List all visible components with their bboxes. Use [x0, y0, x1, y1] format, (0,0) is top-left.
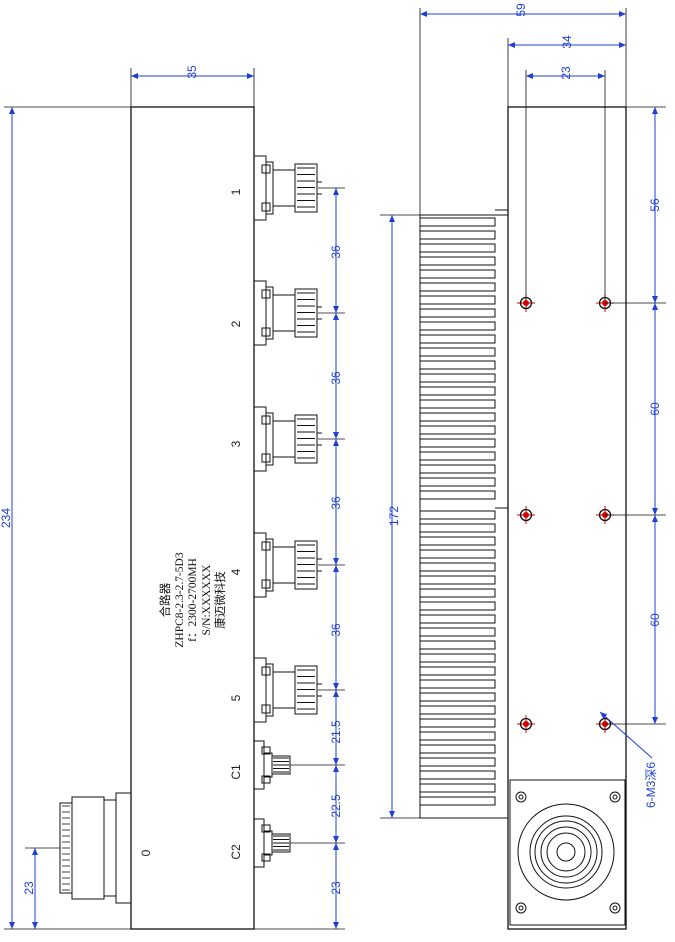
n-type-port-3	[253, 406, 322, 472]
port-label-5: 5	[229, 694, 243, 701]
n-type-port-1	[253, 155, 322, 221]
n-type-port-5	[253, 657, 322, 723]
nameplate-line-5: 康迈微科技	[213, 571, 227, 629]
side-view: 35 234 23 36 36 36 36 21.5 22.5 23 1 2 3…	[0, 65, 345, 930]
dim-fin-length-172: 172	[387, 506, 401, 526]
mounting-hole-5	[517, 715, 535, 733]
dim-hole-pitch-60-b: 60	[648, 613, 662, 627]
dim-pitch-c1-c2: 22.5	[329, 794, 343, 818]
common-port-connector	[59, 792, 132, 904]
dim-pitch-1-2: 36	[329, 245, 343, 259]
dim-hole-offset-56: 56	[648, 198, 662, 212]
port-label-c1: C1	[229, 764, 243, 780]
dim-hole-pitch-60-a: 60	[648, 402, 662, 416]
dim-pitch-5-c1: 21.5	[329, 720, 343, 744]
hole-callout-leader	[599, 711, 653, 759]
flange-connector	[509, 779, 626, 926]
port-label-c2: C2	[229, 844, 243, 860]
dim-length-234: 234	[0, 508, 13, 528]
heat-sink-fins	[419, 209, 508, 819]
nameplate-line-4: S/N:XXXXXX	[201, 564, 213, 636]
dim-pitch-2-3: 36	[329, 371, 343, 385]
hole-callout: 6-M3深6	[644, 762, 658, 808]
n-type-port-4	[253, 532, 322, 598]
port-label-4: 4	[229, 568, 243, 575]
port-label-common: 0	[139, 849, 153, 856]
dim-end-offset: 23	[329, 881, 343, 895]
dim-width-59: 59	[514, 3, 528, 17]
port-label-3: 3	[229, 440, 243, 447]
mounting-holes	[517, 294, 614, 733]
nameplate-line-1: 合路器	[158, 582, 172, 617]
n-type-port-2	[253, 280, 322, 346]
top-view: 59 34 23 172 56 60 60 6-M3深6	[380, 3, 666, 930]
port-label-1: 1	[229, 188, 243, 195]
dim-height-35: 35	[185, 65, 199, 79]
combiner-body	[130, 106, 255, 930]
sma-port-c2	[253, 818, 291, 868]
port-label-2: 2	[229, 320, 243, 327]
base-plate	[507, 106, 627, 930]
nameplate: 合路器 ZHPC8-2.3-2.7-5D3 f：2300-2700MH S/N:…	[158, 552, 227, 647]
sma-port-c1	[253, 740, 291, 790]
dim-pitch-3-4: 36	[329, 496, 343, 510]
dim-width-34: 34	[560, 35, 574, 49]
dim-hole-spacing-23: 23	[559, 66, 573, 80]
nameplate-line-2: ZHPC8-2.3-2.7-5D3	[174, 552, 186, 647]
nameplate-line-3: f：2300-2700MH	[187, 558, 199, 642]
mounting-hole-3	[517, 506, 535, 524]
dim-pitch-4-5: 36	[329, 623, 343, 637]
dim-connector-offset-23: 23	[22, 881, 36, 895]
